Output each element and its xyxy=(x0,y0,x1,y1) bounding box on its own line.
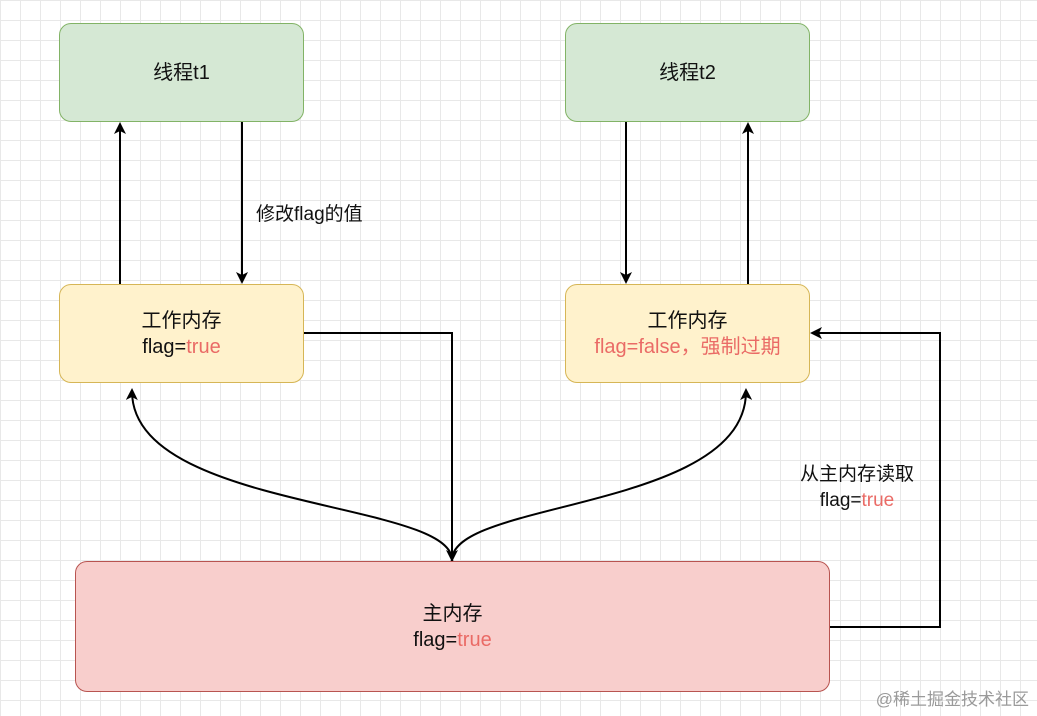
main-memory-title: 主内存 xyxy=(422,602,483,625)
thread-t1-label: 线程t1 xyxy=(153,61,210,84)
arrow-wm1-to-main xyxy=(304,332,458,562)
read-flag-text: flag=true xyxy=(782,488,932,514)
work-memory-2-title: 工作内存 xyxy=(647,309,728,332)
read-from-main-text: 从主内存读取 xyxy=(799,464,914,485)
thread-t2-label: 线程t2 xyxy=(659,61,716,84)
work-memory-1-title: 工作内存 xyxy=(141,309,222,332)
work-memory-2-status: flag=false，强制过期 xyxy=(594,335,781,358)
work-memory-1-flag: flag=true xyxy=(142,334,220,360)
curve-main-wm2 xyxy=(451,388,753,561)
watermark: @稀土掘金技术社区 xyxy=(875,690,1029,709)
flag-value: true xyxy=(186,335,221,358)
flag-prefix: flag= xyxy=(819,490,862,511)
flag-value: true xyxy=(861,490,895,511)
main-memory-flag: flag=true xyxy=(413,627,491,653)
flag-prefix: flag= xyxy=(142,335,187,358)
read-from-main-label: 从主内存读取 flag=true xyxy=(782,462,932,514)
arrow-main-to-wm2 xyxy=(810,327,941,628)
flag-value: true xyxy=(457,628,492,651)
thread-t2-box[interactable]: 线程t2 xyxy=(565,23,810,122)
flag-prefix: flag= xyxy=(413,628,458,651)
main-memory-box[interactable]: 主内存 flag=true xyxy=(75,561,830,692)
modify-flag-label: 修改flag的值 xyxy=(256,204,363,225)
work-memory-2-box[interactable]: 工作内存 flag=false，强制过期 xyxy=(565,284,810,383)
thread-t1-box[interactable]: 线程t1 xyxy=(59,23,304,122)
work-memory-1-box[interactable]: 工作内存 flag=true xyxy=(59,284,304,383)
curve-main-wm1 xyxy=(125,388,459,571)
